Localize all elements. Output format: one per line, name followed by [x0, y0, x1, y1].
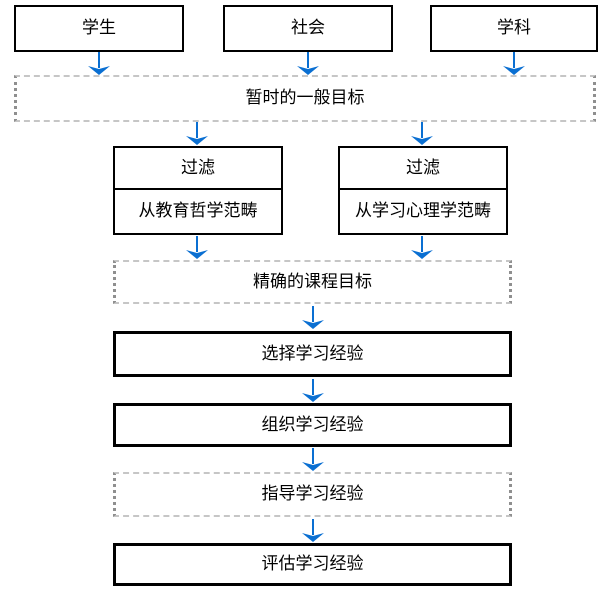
filter-subtitle: 从教育哲学范畴: [138, 201, 258, 221]
node-tentative-goals: 暂时的一般目标: [14, 75, 596, 122]
arrow-down-icon: [503, 52, 525, 75]
filter-subtitle: 从学习心理学范畴: [355, 201, 491, 221]
node-society: 社会: [223, 5, 393, 52]
node-filter-psychology: 过滤 从学习心理学范畴: [338, 146, 508, 235]
arrow-down-icon: [411, 236, 433, 259]
arrow-down-icon: [88, 52, 110, 75]
node-filter-philosophy: 过滤 从教育哲学范畴: [113, 146, 283, 235]
arrow-down-icon: [302, 379, 324, 402]
node-subject: 学科: [430, 5, 598, 52]
arrow-down-icon: [186, 236, 208, 259]
arrow-down-icon: [302, 306, 324, 329]
node-select-experiences: 选择学习经验: [113, 331, 512, 377]
arrow-down-icon: [186, 122, 208, 145]
node-organize-experiences: 组织学习经验: [113, 403, 512, 447]
arrow-down-icon: [411, 122, 433, 145]
arrow-down-icon: [302, 448, 324, 471]
node-evaluate-experiences: 评估学习经验: [113, 543, 512, 586]
arrow-down-icon: [302, 519, 324, 542]
filter-title: 过滤: [340, 148, 506, 190]
filter-title: 过滤: [115, 148, 281, 190]
node-student: 学生: [14, 5, 184, 52]
node-precise-goals: 精确的课程目标: [113, 260, 512, 304]
node-guide-experiences: 指导学习经验: [113, 472, 512, 517]
arrow-down-icon: [297, 52, 319, 75]
